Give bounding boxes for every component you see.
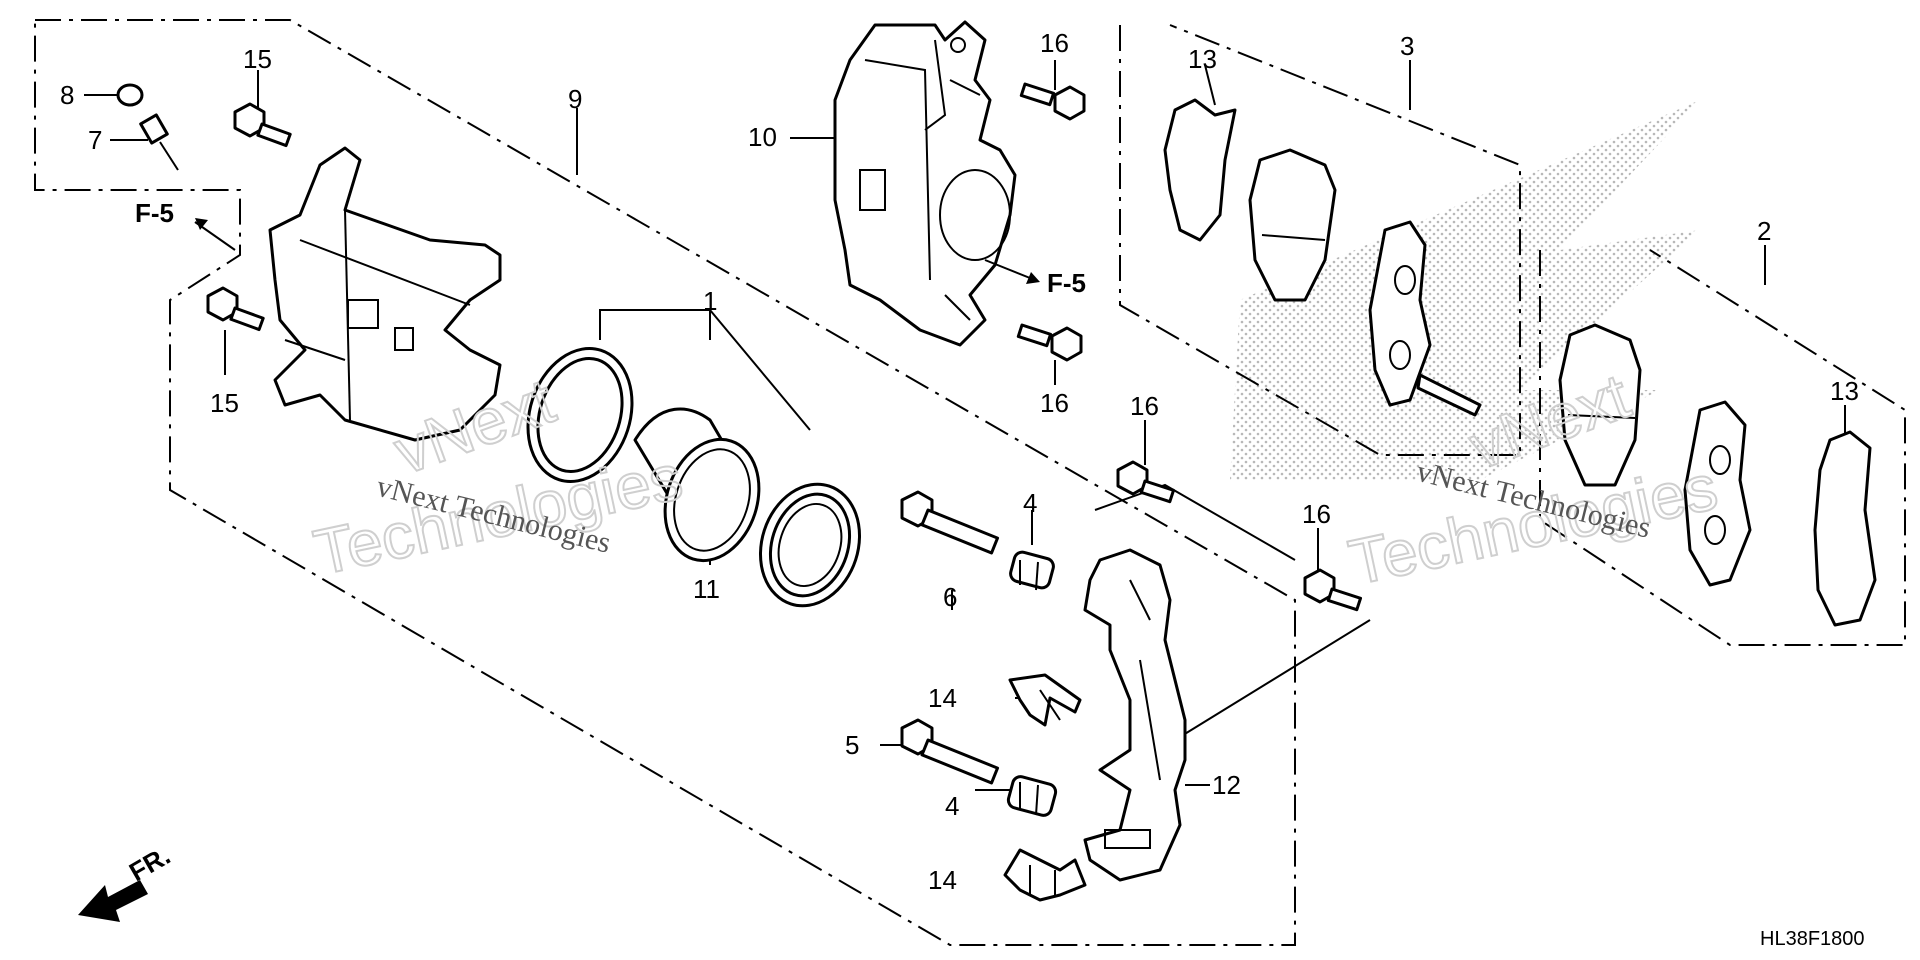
callout-14-upper: 14 — [928, 683, 957, 713]
callout-10: 10 — [748, 122, 777, 152]
callout-6: 6 — [943, 582, 957, 612]
part-slide-pin-6 — [900, 490, 1000, 555]
reference-right: F-5 — [984, 259, 1086, 298]
callout-15-lower: 15 — [210, 388, 239, 418]
callout-9: 9 — [568, 84, 582, 114]
part-pin-boot-upper — [1009, 550, 1055, 591]
callout-15-upper: 15 — [243, 44, 272, 74]
part-piston-boot — [758, 482, 862, 608]
part-bolt-16-top — [1019, 82, 1086, 121]
callout-7: 7 — [88, 125, 102, 155]
part-brake-pad-2-inner — [1683, 400, 1752, 587]
callout-16-middle: 16 — [1040, 388, 1069, 418]
callout-1: 1 — [703, 286, 717, 316]
callout-14-lower: 14 — [928, 865, 957, 895]
callout-3: 3 — [1400, 31, 1414, 61]
part-caliper-bracket — [1083, 548, 1187, 882]
front-direction-arrow: FR. — [78, 840, 175, 922]
callout-4-lower: 4 — [945, 791, 959, 821]
part-pin-boot-lower — [1006, 775, 1058, 817]
callout-8: 8 — [60, 80, 74, 110]
callout-16-top: 16 — [1040, 28, 1069, 58]
callout-12: 12 — [1212, 770, 1241, 800]
part-bolt-16-right — [1303, 568, 1363, 612]
part-bolt-15-upper — [233, 102, 292, 148]
drawing-code: HL38F1800 — [1760, 928, 1865, 950]
part-brake-pad-inner — [1368, 220, 1482, 417]
part-caliper-assembly — [833, 20, 1017, 347]
part-bolt-16-upper-left — [1116, 460, 1176, 504]
group-outlines — [34, 19, 1906, 946]
part-slide-pin-5 — [900, 718, 1000, 785]
callout-16-right: 16 — [1302, 499, 1331, 529]
reference-left: F-5 — [135, 198, 236, 251]
part-brake-pad-outer — [1248, 148, 1337, 302]
part-caliper-body — [268, 146, 502, 442]
part-bolt-16-middle — [1016, 323, 1083, 362]
callout-labels: 8 7 15 15 9 1 11 10 16 16 16 16 4 4 6 5 … — [60, 28, 1859, 895]
background-logo-shading — [1230, 100, 1700, 480]
ref-label-left: F-5 — [135, 198, 174, 228]
part-pad-shim-right — [1813, 430, 1877, 627]
callout-5: 5 — [845, 730, 859, 760]
part-bolt-15-lower — [206, 286, 265, 332]
part-piston — [633, 407, 761, 563]
callout-4-upper: 4 — [1023, 488, 1037, 518]
part-pad-spring-lower — [1003, 848, 1087, 902]
callout-16-left: 16 — [1130, 391, 1159, 421]
part-bleeder-screw — [139, 113, 179, 171]
ref-label-right: F-5 — [1047, 268, 1086, 298]
part-bleeder-cap — [116, 83, 144, 107]
callout-13-left: 13 — [1188, 44, 1217, 74]
part-brake-pad-2-outer — [1558, 323, 1642, 487]
callout-13-right: 13 — [1830, 376, 1859, 406]
part-piston-seal-left — [526, 347, 634, 483]
callout-11: 11 — [693, 574, 720, 604]
callout-2: 2 — [1757, 216, 1771, 246]
front-indicator-label: FR. — [124, 840, 175, 887]
part-pad-shim-left — [1163, 98, 1237, 242]
part-pad-spring-upper — [1008, 673, 1082, 727]
